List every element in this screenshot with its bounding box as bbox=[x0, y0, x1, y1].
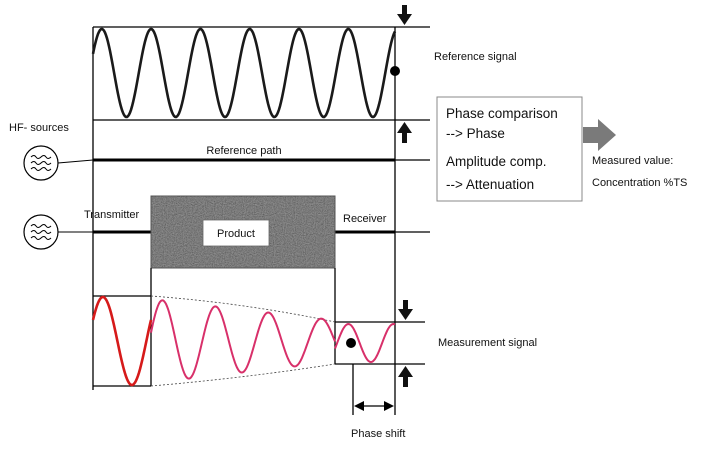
reference-top-arrow bbox=[397, 5, 412, 25]
output-arrow bbox=[583, 119, 616, 151]
concentration-label: Concentration %TS bbox=[592, 177, 687, 189]
measurement-wave bbox=[150, 299, 336, 380]
product-block bbox=[150, 195, 336, 269]
envelope-upper bbox=[150, 295, 336, 323]
reference-frame bbox=[92, 26, 430, 415]
phase-result-text: --> Phase bbox=[446, 126, 505, 141]
phase-shift-label: Phase shift bbox=[351, 428, 405, 440]
hf-source-top bbox=[23, 145, 94, 181]
phase-comparison-text: Phase comparison bbox=[446, 106, 558, 121]
product-label-box bbox=[202, 219, 270, 247]
attenuation-result-text: --> Attenuation bbox=[446, 177, 534, 192]
measurement-top-arrow bbox=[398, 300, 413, 320]
hf-source-bottom bbox=[23, 214, 93, 250]
measurement-signal-label: Measurement signal bbox=[438, 337, 537, 349]
measurement-bottom-arrow bbox=[398, 366, 413, 387]
transmit-wave bbox=[91, 295, 153, 387]
reference-wave bbox=[91, 27, 397, 119]
measurement-phase-dot bbox=[346, 338, 356, 348]
received-wave bbox=[334, 322, 396, 364]
reference-signal-label: Reference signal bbox=[434, 51, 517, 63]
measured-value-label: Measured value: bbox=[592, 155, 673, 167]
reference-path-label: Reference path bbox=[206, 145, 281, 157]
hf-sources-label: HF- sources bbox=[9, 122, 69, 134]
measurement-frame bbox=[93, 268, 425, 415]
reference-phase-dot bbox=[390, 66, 400, 76]
product-label: Product bbox=[217, 228, 255, 240]
transmitter-label: Transmitter bbox=[84, 209, 140, 221]
comparison-box bbox=[436, 96, 583, 202]
reference-bottom-arrow bbox=[397, 122, 412, 143]
phase-shift-arrow bbox=[354, 401, 394, 411]
envelope-lower bbox=[150, 363, 336, 387]
receiver-label: Receiver bbox=[343, 213, 387, 225]
amplitude-comparison-text: Amplitude comp. bbox=[446, 154, 547, 169]
